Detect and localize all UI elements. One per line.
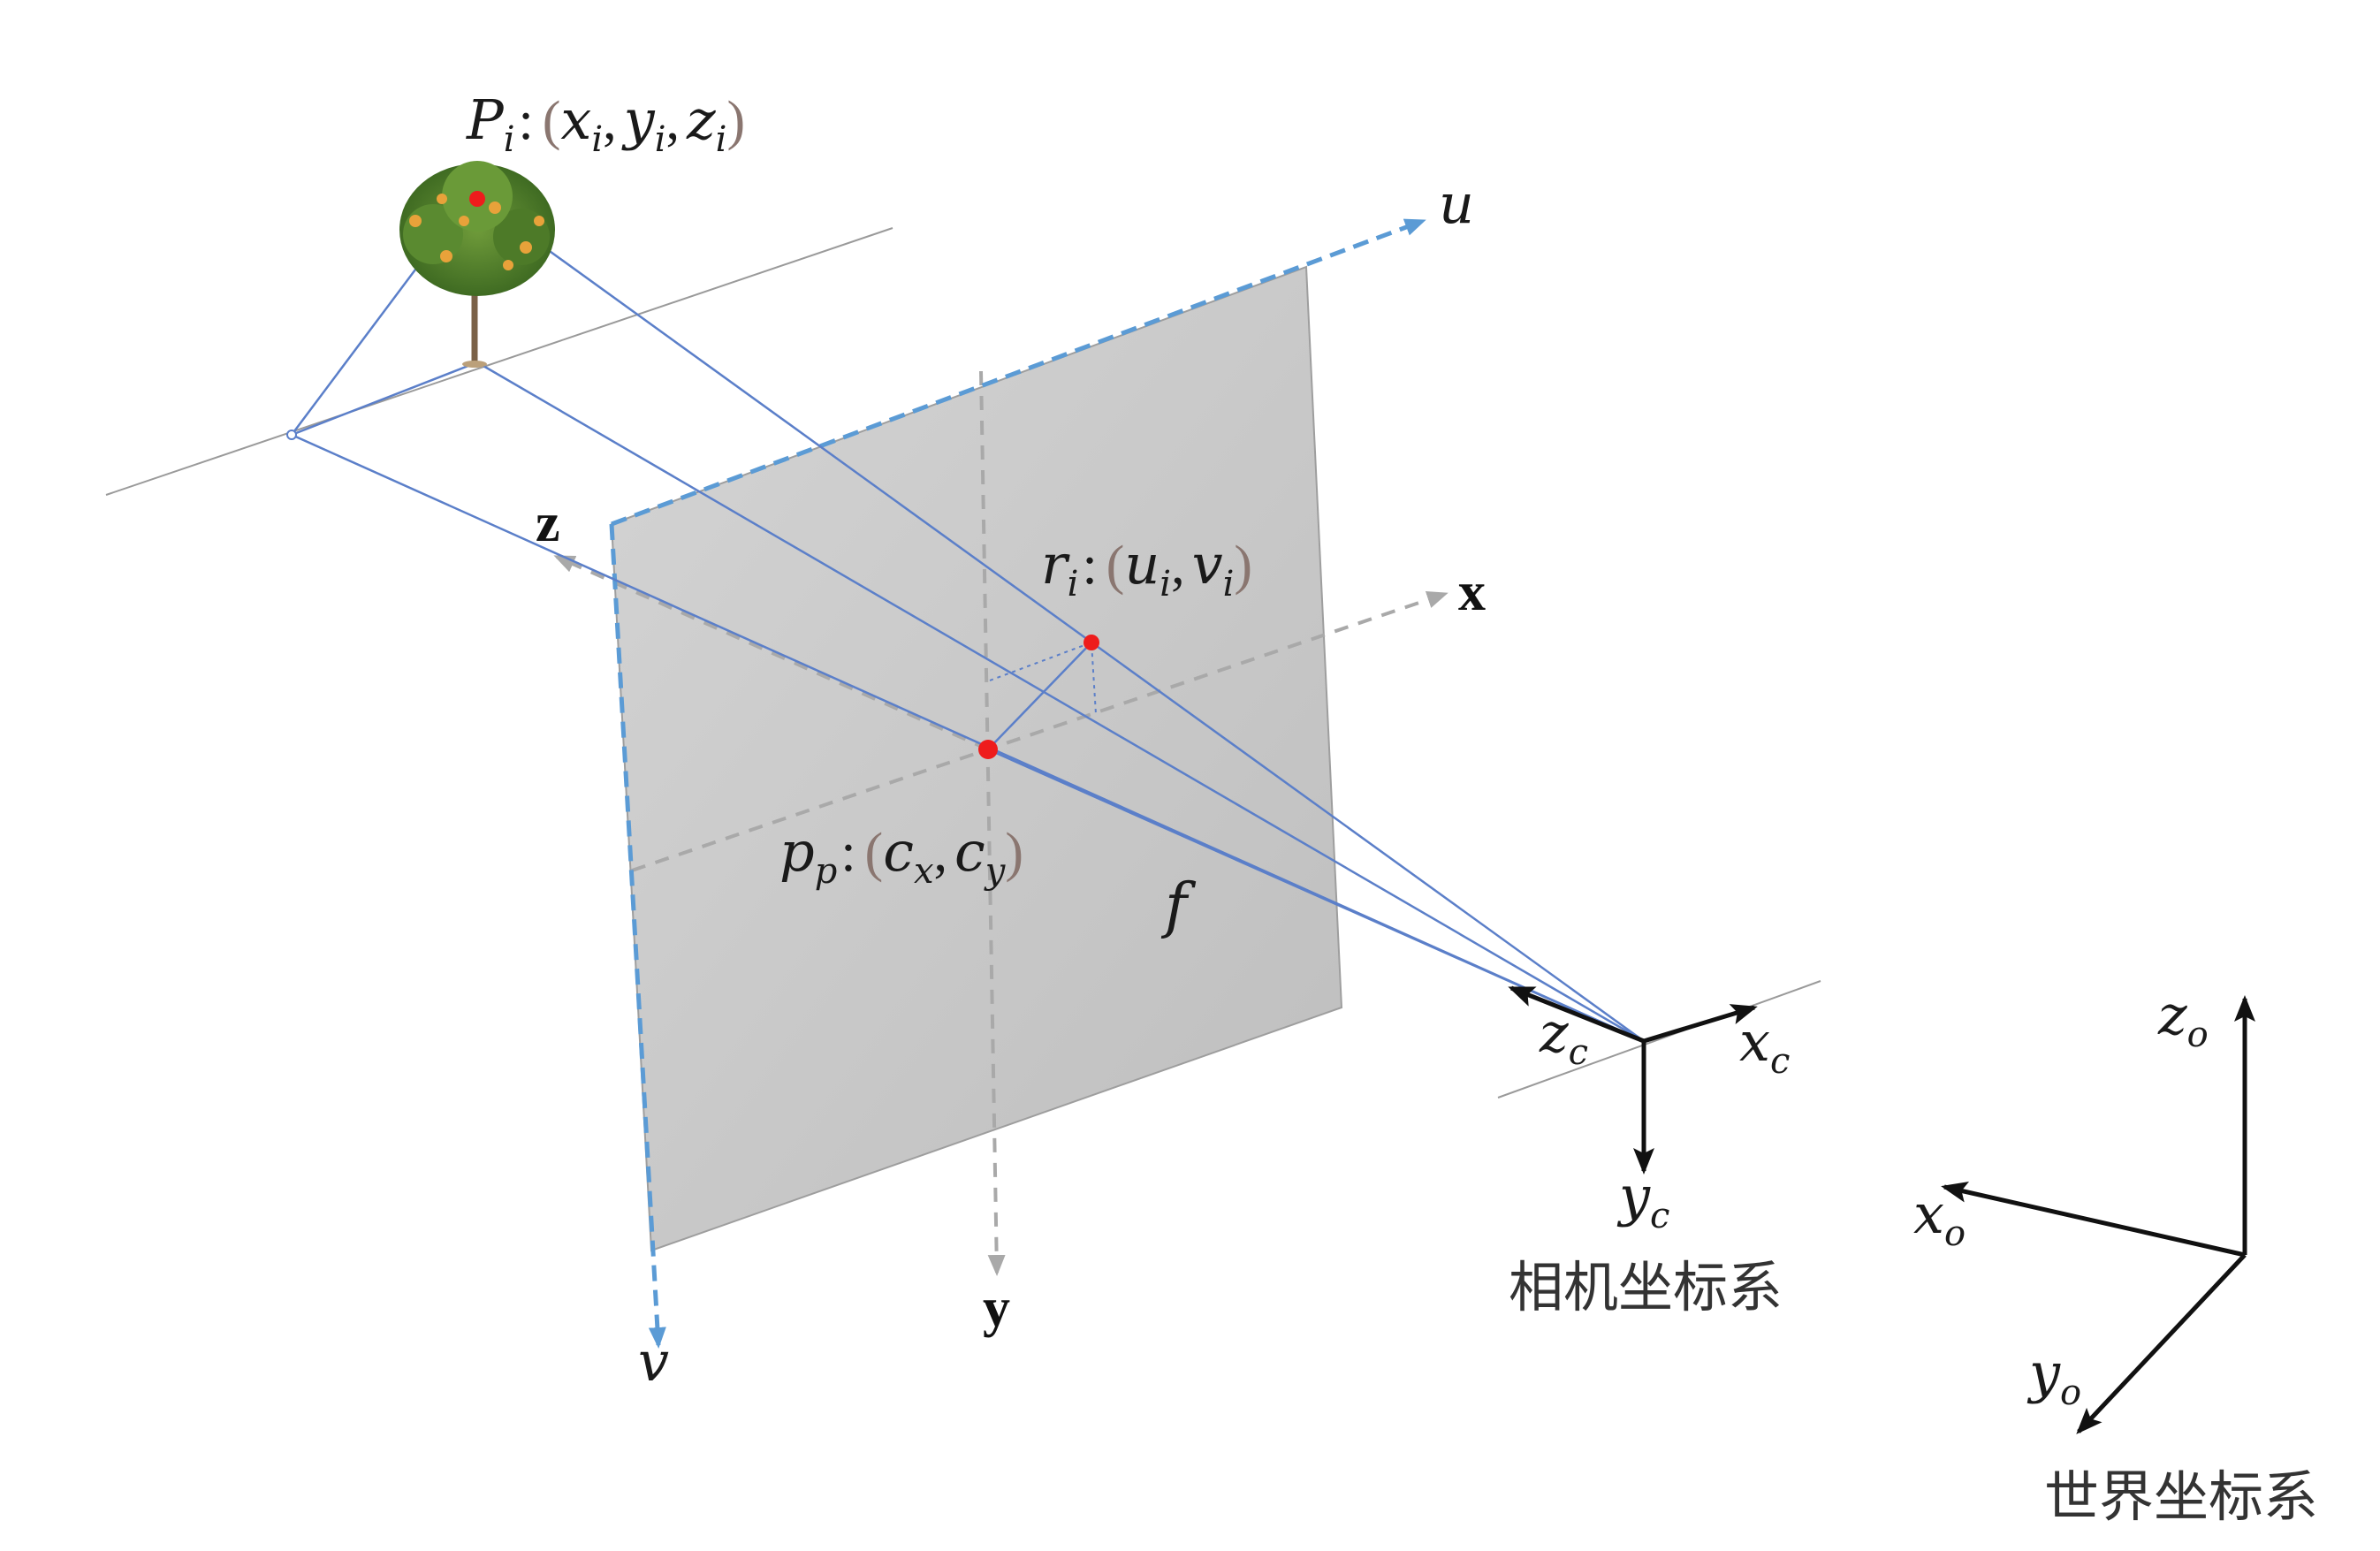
label-ri: ri:(ui,vi) xyxy=(1041,532,1252,604)
world-axis-yo xyxy=(2076,1253,2247,1434)
label-xo: xo xyxy=(1913,1182,1966,1254)
label-axis-y: y xyxy=(983,1278,1010,1338)
camera-frame-caption: 相机坐标系 xyxy=(1509,1255,1783,1319)
orange-tree-icon xyxy=(399,161,555,368)
ground-line-left xyxy=(105,227,893,496)
ray-base-camera xyxy=(476,361,1645,1043)
image-plane xyxy=(610,265,1343,1252)
ri-pp-line xyxy=(987,642,1092,750)
label-yo: yo xyxy=(2026,1341,2081,1413)
world-frame xyxy=(1941,995,2255,1434)
foot-point xyxy=(286,430,297,440)
label-axis-z: z xyxy=(536,493,560,553)
camera-axis-zc xyxy=(1508,985,1645,1044)
label-zo: zo xyxy=(2157,983,2209,1055)
label-zc: zc xyxy=(1539,1000,1588,1073)
axis-x-dashed xyxy=(631,590,1449,872)
label-xc: xc xyxy=(1739,1009,1790,1082)
axis-z-dashed xyxy=(553,555,989,751)
label-Pi: Pi:(xi,yi,zi) xyxy=(466,87,745,160)
axis-v xyxy=(609,523,666,1349)
tree-base-line xyxy=(291,361,478,437)
axis-u xyxy=(611,218,1426,527)
label-axis-u: u xyxy=(1439,171,1474,236)
world-frame-caption: 世界坐标系 xyxy=(2044,1464,2318,1529)
axis-y-dashed xyxy=(979,370,1006,1276)
point-pp xyxy=(978,740,998,759)
label-axis-v: v xyxy=(638,1329,669,1394)
point-Pi xyxy=(469,191,485,207)
ground-line-camera xyxy=(1497,980,1821,1099)
world-axis-xo xyxy=(1941,1182,2246,1258)
camera-frame xyxy=(1508,985,1758,1175)
camera-axis-xc xyxy=(1643,1004,1758,1044)
label-yc: yc xyxy=(1616,1164,1669,1236)
ray-Pi-camera xyxy=(476,197,1645,1043)
point-ri xyxy=(1084,635,1099,650)
label-pp: pp:(cx,cy) xyxy=(779,819,1023,892)
label-axis-x: x xyxy=(1458,562,1486,622)
